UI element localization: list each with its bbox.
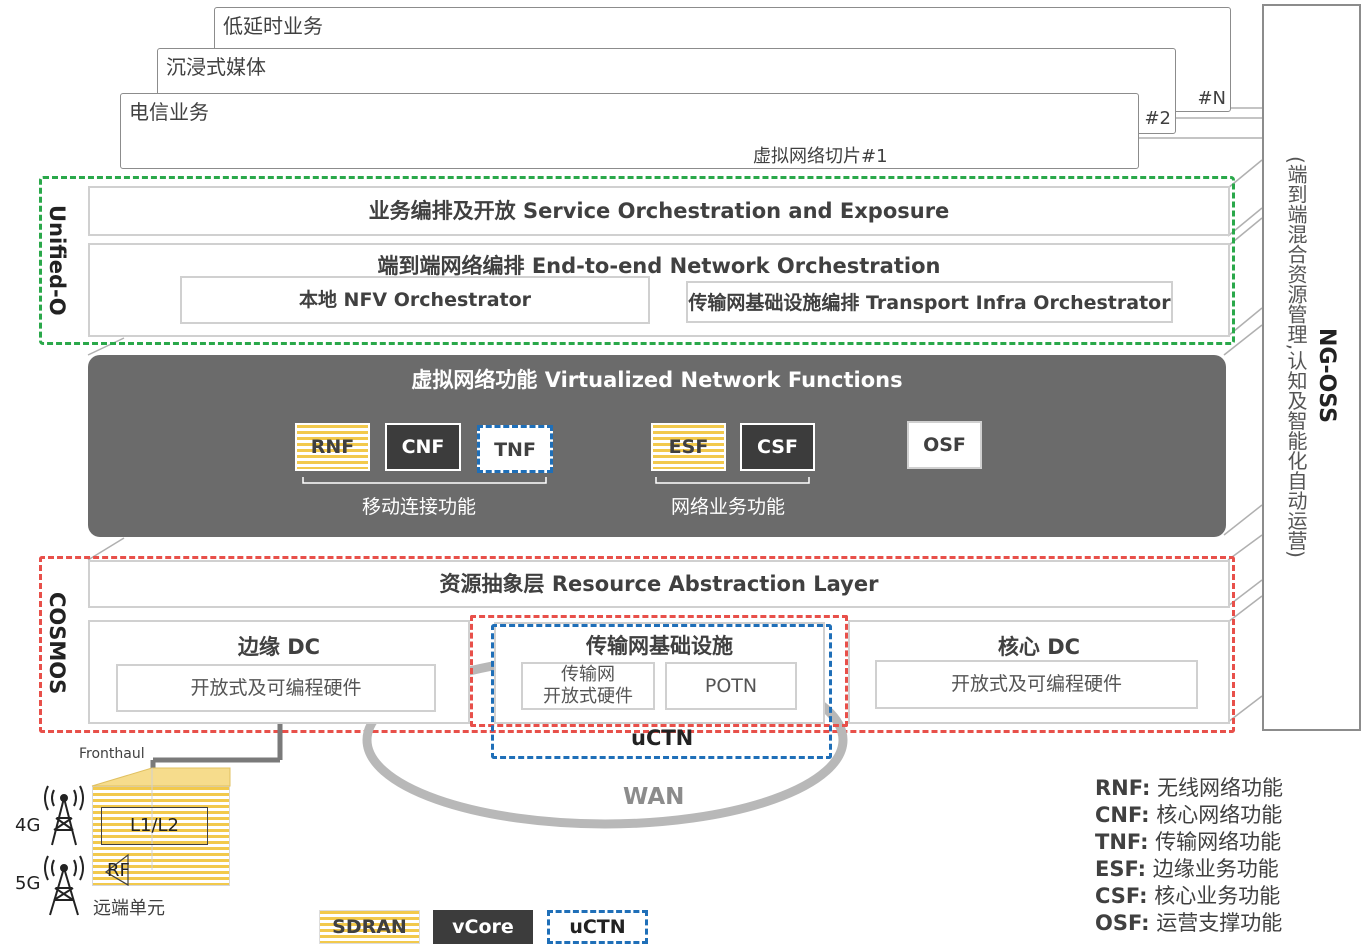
legend-osf: OSF: 运营支撑功能 <box>1095 910 1283 937</box>
cosmos-label: COSMOS <box>45 592 69 695</box>
edge-dc-title: 边缘 DC <box>237 635 321 659</box>
edge-hw-label: 开放式及可编程硬件 <box>190 677 362 699</box>
cnf-box: CNF <box>385 423 461 471</box>
slice-immersive-title: 沉浸式媒体 <box>166 55 266 79</box>
legend-rnf-desc: 无线网络功能 <box>1150 776 1284 800</box>
service-group-label: 网络业务功能 <box>671 496 786 518</box>
legend-vcore: vCore <box>433 910 533 944</box>
rf-label: RF <box>107 860 130 881</box>
legend-rnf: RNF: 无线网络功能 <box>1095 775 1283 802</box>
rnf-label: RNF <box>310 436 355 458</box>
transport-orch-box: 传输网基础设施编排 Transport Infra Orchestrator <box>686 281 1173 323</box>
vnf-title: 虚拟网络功能 Virtualized Network Functions <box>411 368 903 392</box>
transport-infra-title: 传输网基础设施 <box>586 634 733 658</box>
unified-o-label: Unified-O <box>45 205 69 316</box>
cosmos-frame <box>39 556 1235 733</box>
resource-abstraction-layer: 资源抽象层 Resource Abstraction Layer <box>88 560 1230 608</box>
label-5g: 5G <box>15 873 41 894</box>
esf-box: ESF <box>651 423 726 471</box>
tnf-box: TNF <box>477 425 553 473</box>
slice-low-latency-title: 低延时业务 <box>223 14 323 38</box>
transport-red-frame <box>470 615 848 727</box>
csf-box: CSF <box>740 423 815 471</box>
uctn-label: uCTN <box>631 726 694 750</box>
legend-vcore-label: vCore <box>452 916 514 938</box>
service-orchestration-title: 业务编排及开放 Service Orchestration and Exposu… <box>368 199 950 223</box>
slice-tag-2: #2 <box>1144 108 1171 129</box>
transport-orch-label: 传输网基础设施编排 Transport Infra Orchestrator <box>688 292 1171 314</box>
csf-label: CSF <box>757 436 798 458</box>
local-nfvo-label: 本地 NFV Orchestrator <box>298 289 532 311</box>
legend-osf-abbr: OSF: <box>1095 911 1150 935</box>
e2e-orchestration-title: 端到端网络编排 End-to-end Network Orchestration <box>377 254 941 278</box>
transport-hw-label: 传输网 开放式硬件 <box>543 664 633 707</box>
slice-telecom: 电信业务 虚拟网络切片#1 <box>120 93 1139 169</box>
remote-unit-label: 远端单元 <box>93 898 165 919</box>
fronthaul-label: Fronthaul <box>79 746 145 762</box>
legend-cnf-desc: 核心网络功能 <box>1149 803 1283 827</box>
transport-hw-box: 传输网 开放式硬件 <box>521 662 655 710</box>
mobile-group-label: 移动连接功能 <box>362 496 477 518</box>
antenna-5g-icon <box>44 855 84 916</box>
core-hw-box: 开放式及可编程硬件 <box>875 660 1198 709</box>
antenna-4g-icon <box>44 785 84 846</box>
legend-csf-abbr: CSF: <box>1095 884 1148 908</box>
unified-o-frame <box>39 176 1235 345</box>
label-4g: 4G <box>15 815 41 836</box>
l1l2-box: L1/L2 <box>101 807 208 845</box>
ng-oss-title: NG-OSS <box>1314 328 1339 424</box>
legend-esf-desc: 边缘业务功能 <box>1146 857 1279 881</box>
legend-tnf-abbr: TNF: <box>1095 830 1149 854</box>
potn-label: POTN <box>704 675 758 697</box>
legend-uctn-label: uCTN <box>569 916 626 938</box>
edge-hw-box: 开放式及可编程硬件 <box>116 664 436 712</box>
legend-tnf-desc: 传输网络功能 <box>1148 830 1282 854</box>
tnf-label: TNF <box>494 439 536 461</box>
core-hw-label: 开放式及可编程硬件 <box>950 673 1122 695</box>
legend-cnf-abbr: CNF: <box>1095 803 1150 827</box>
legend-tnf: TNF: 传输网络功能 <box>1095 829 1283 856</box>
abbreviation-legend: RNF: 无线网络功能 CNF: 核心网络功能 TNF: 传输网络功能 ESF:… <box>1095 775 1283 937</box>
legend-esf-abbr: ESF: <box>1095 857 1147 881</box>
resource-abstraction-title: 资源抽象层 Resource Abstraction Layer <box>439 572 879 596</box>
ng-oss-subtitle: (端到端混合资源管理,认知及智能化自动运营) <box>1284 156 1308 558</box>
legend-csf: CSF: 核心业务功能 <box>1095 883 1283 910</box>
core-dc-title: 核心 DC <box>997 635 1081 659</box>
potn-box: POTN <box>665 662 797 710</box>
ng-oss-panel: NG-OSS (端到端混合资源管理,认知及智能化自动运营) <box>1262 4 1361 731</box>
esf-label: ESF <box>668 436 709 458</box>
cnf-label: CNF <box>401 436 445 458</box>
legend-uctn: uCTN <box>547 910 648 944</box>
wan-label: WAN <box>623 784 685 810</box>
legend-osf-desc: 运营支撑功能 <box>1149 911 1283 935</box>
legend-rnf-abbr: RNF: <box>1095 776 1151 800</box>
osf-label: OSF <box>923 434 966 456</box>
legend-esf: ESF: 边缘业务功能 <box>1095 856 1283 883</box>
rnf-box: RNF <box>295 423 370 471</box>
local-nfvo-box: 本地 NFV Orchestrator <box>180 276 650 324</box>
slice-tag-n: #N <box>1197 88 1226 109</box>
legend-cnf: CNF: 核心网络功能 <box>1095 802 1283 829</box>
uctn-frame <box>491 624 832 759</box>
l1l2-label: L1/L2 <box>129 815 180 836</box>
legend-sdran: SDRAN <box>319 910 420 944</box>
slice-1-label: 虚拟网络切片#1 <box>753 146 888 167</box>
osf-box: OSF <box>907 421 982 469</box>
service-orchestration-layer: 业务编排及开放 Service Orchestration and Exposu… <box>88 186 1230 236</box>
legend-csf-desc: 核心业务功能 <box>1147 884 1281 908</box>
slice-telecom-title: 电信业务 <box>129 100 209 124</box>
legend-sdran-label: SDRAN <box>332 916 407 938</box>
